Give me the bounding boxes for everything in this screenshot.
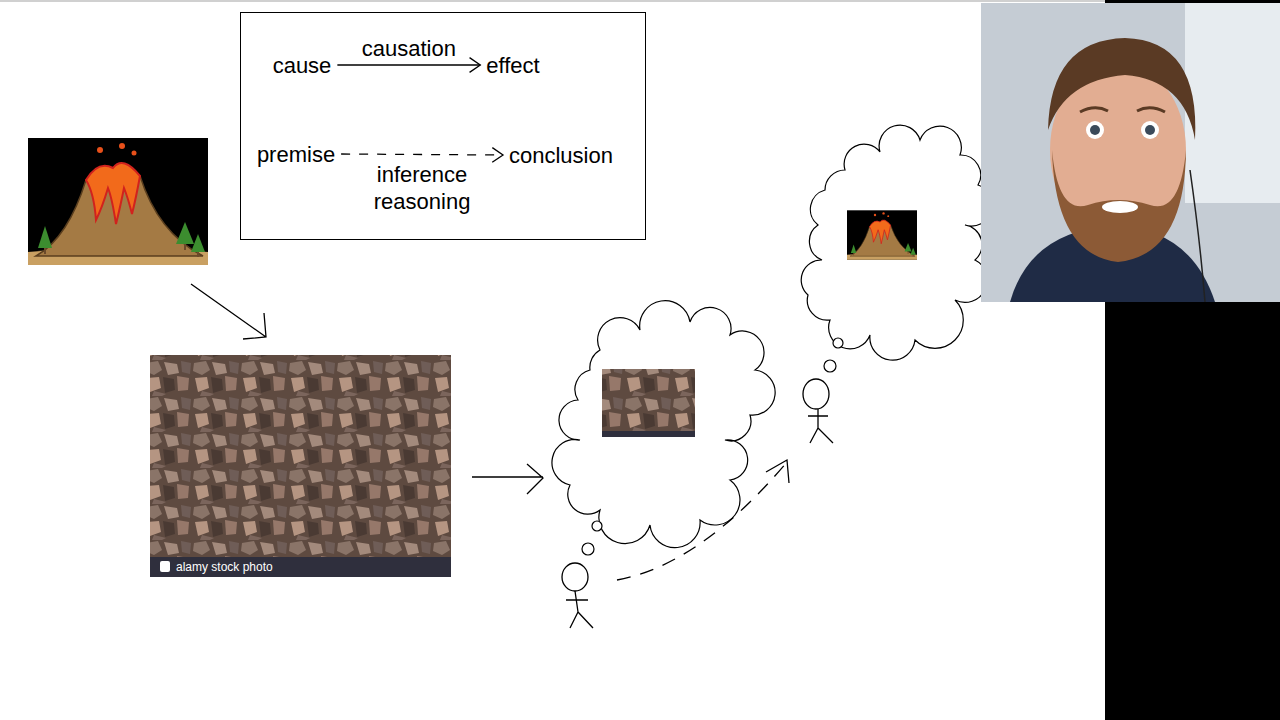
edge-label: causation: [360, 35, 458, 62]
arrowhead: [470, 58, 481, 73]
arrow: [191, 284, 266, 339]
bubble-dot: [824, 360, 836, 372]
stick-figure: [562, 563, 593, 628]
arrow: [472, 464, 543, 494]
edge-label: inference reasoning: [360, 161, 484, 215]
term-text: effect: [486, 53, 539, 78]
arrowhead: [492, 148, 503, 163]
rock-photo: [150, 355, 451, 577]
bubble-dot: [582, 543, 594, 555]
volcano-picture-small: [847, 210, 917, 259]
connector-line: [337, 64, 480, 65]
bubble-dot: [833, 338, 843, 348]
volcano-picture: [28, 138, 208, 265]
dashed-arrow: [617, 462, 787, 580]
connector-line: [341, 154, 503, 155]
term-text: premise: [257, 142, 335, 167]
term-text: cause: [273, 53, 332, 78]
term: conclusion: [505, 140, 617, 171]
top-rule: [0, 0, 1105, 2]
term: cause: [269, 50, 336, 81]
frame-box: cause effect premise conclusion: [240, 12, 646, 240]
stick-figure: [803, 379, 833, 443]
term-text: conclusion: [509, 143, 613, 168]
connector: [337, 58, 480, 73]
thought-bubble: [801, 125, 992, 360]
watermark: alamy stock photo: [176, 559, 273, 575]
connector: [341, 148, 503, 163]
term: premise: [253, 139, 339, 170]
rock-photo-small: [602, 369, 695, 437]
arrowhead: [766, 460, 789, 483]
webcam-view: [981, 3, 1280, 302]
bubble-dot: [592, 521, 602, 531]
term: effect: [482, 50, 543, 81]
